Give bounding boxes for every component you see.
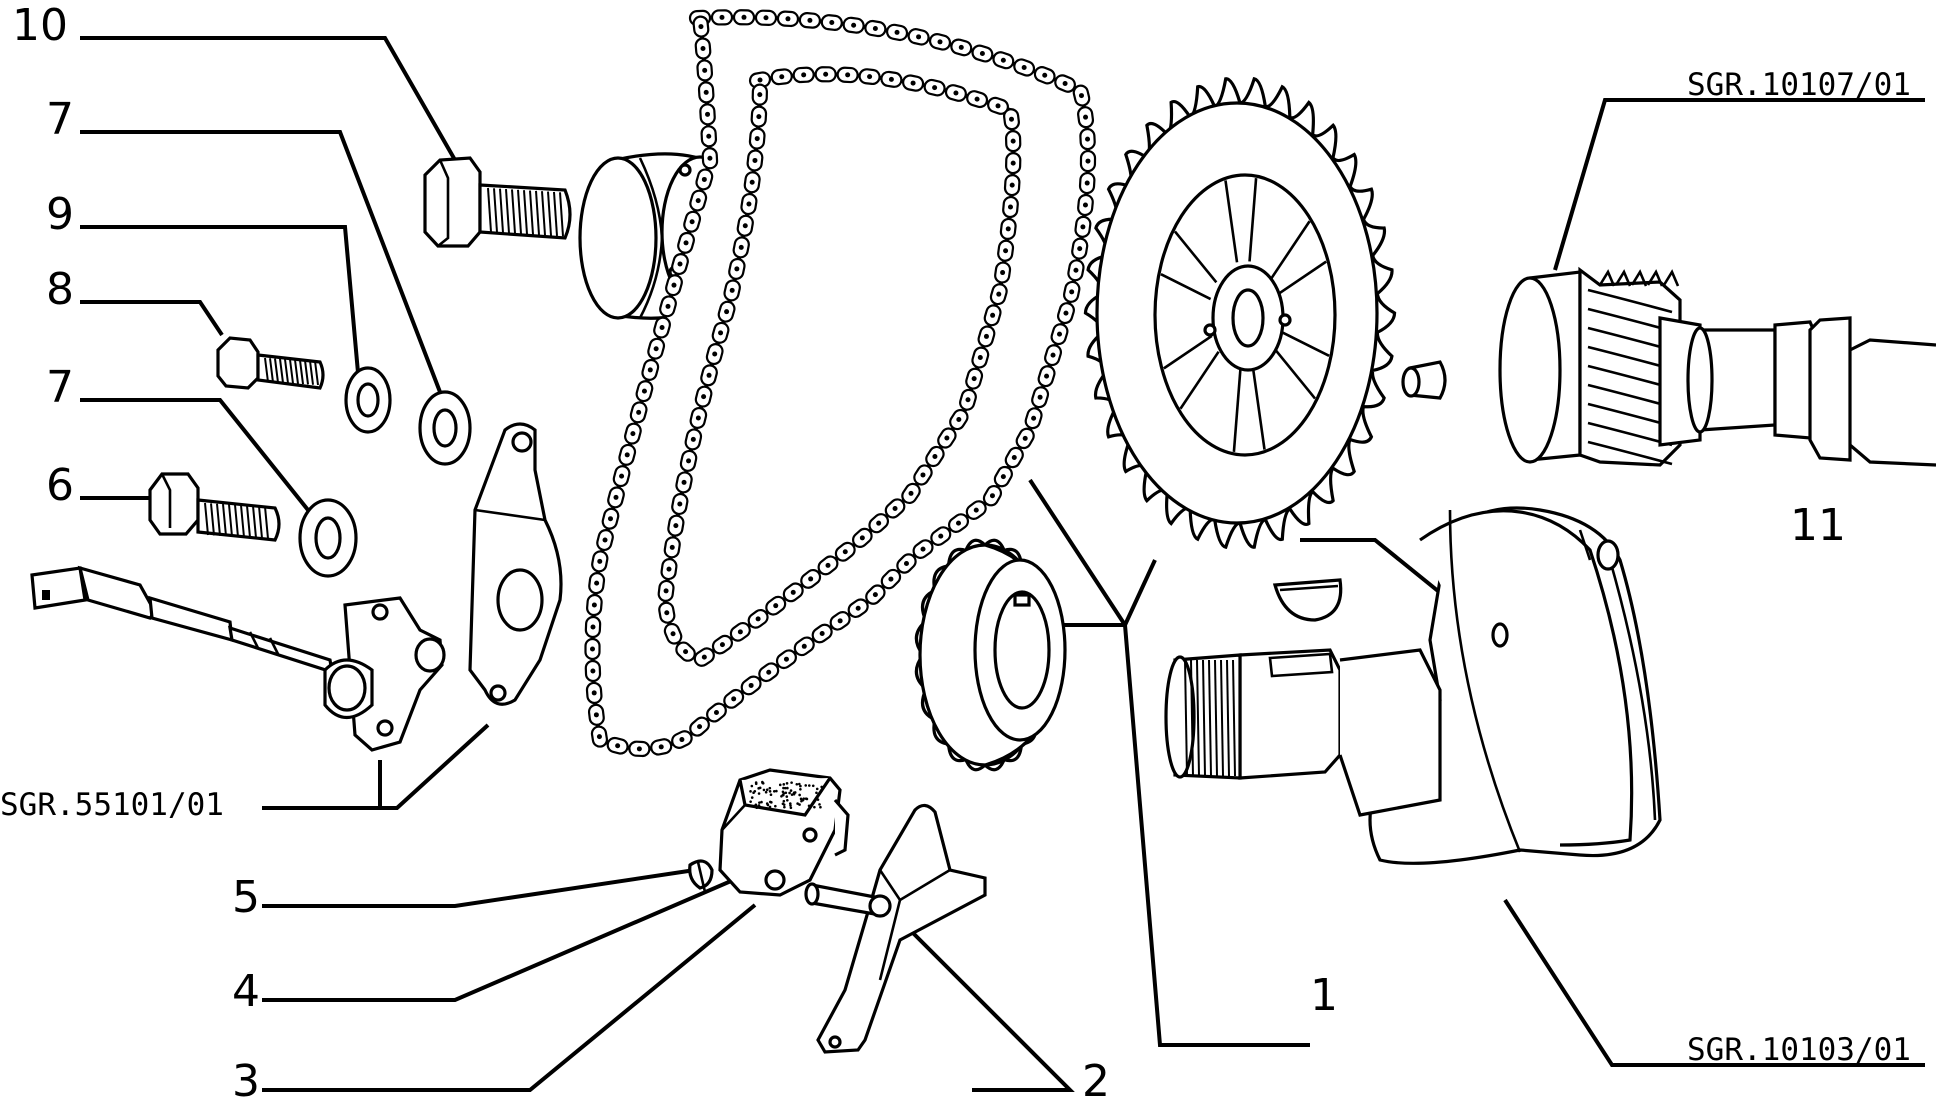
crankshaft-assembly: [1164, 506, 1662, 865]
crank-sprocket: [914, 538, 1067, 772]
part-4-clip: [688, 859, 714, 893]
label-2: 2: [1082, 1056, 1110, 1107]
part-11-key: [1272, 578, 1343, 622]
timing-chain: [584, 9, 1097, 758]
part-2-lever: [804, 803, 987, 1054]
part-6-bolt: [148, 472, 281, 542]
part-1-cam-sprocket: [1083, 76, 1397, 550]
label-9: 9: [46, 189, 74, 240]
label-sensor-ref: SGR.55101/01: [0, 787, 224, 823]
part-7-washer-lower: [298, 498, 358, 578]
part-7-washer-upper: [418, 390, 472, 466]
part-10-bolt: [423, 156, 572, 248]
dowel-pin: [1401, 360, 1447, 400]
part-8-bolt: [216, 336, 325, 390]
label-crankshaft-ref: SGR.10103/01: [1687, 1032, 1911, 1068]
label-8: 8: [46, 264, 74, 315]
label-3: 3: [232, 1056, 260, 1107]
label-11: 11: [1790, 500, 1846, 551]
part-5-bracket: [468, 422, 563, 706]
label-1: 1: [1310, 970, 1338, 1021]
part-3-tensioner: [718, 768, 850, 897]
label-camshaft-ref: SGR.10107/01: [1687, 67, 1911, 103]
leader-lines: [80, 36, 1925, 1092]
label-4: 4: [232, 966, 260, 1017]
label-7-washer: 7: [46, 94, 74, 145]
part-9-washer: [344, 366, 392, 434]
label-5: 5: [232, 872, 260, 923]
label-6: 6: [46, 460, 74, 511]
camshaft-assembly: [1498, 266, 1936, 467]
label-7-second: 7: [46, 362, 74, 413]
label-10: 10: [12, 0, 68, 51]
sensor-assembly: [30, 565, 446, 752]
